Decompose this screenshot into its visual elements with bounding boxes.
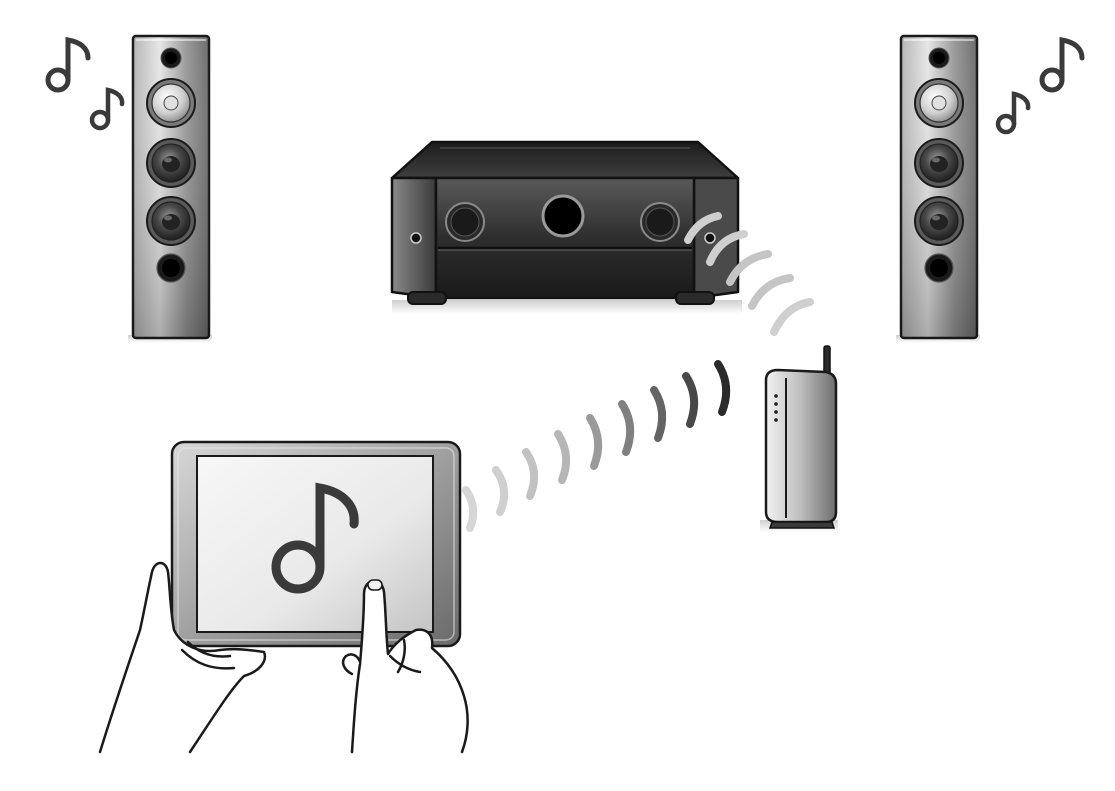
woofer xyxy=(914,138,964,188)
music-note-icon xyxy=(1039,37,1085,93)
router xyxy=(760,345,838,532)
knob xyxy=(445,202,485,242)
music-note-icon xyxy=(271,482,359,594)
music-note-icon xyxy=(89,87,125,131)
wifi-wave-icon xyxy=(684,212,814,336)
woofer xyxy=(146,196,196,246)
knob xyxy=(640,202,680,242)
music-note-icon xyxy=(45,37,91,93)
tweeter xyxy=(914,78,964,128)
music-note-icon xyxy=(995,91,1031,135)
right-speaker xyxy=(896,34,980,343)
display-ring xyxy=(541,194,585,238)
tablet xyxy=(170,440,462,648)
left-speaker xyxy=(128,34,212,343)
hand-icon xyxy=(98,561,469,754)
tweeter xyxy=(146,78,196,128)
woofer xyxy=(146,138,196,188)
woofer xyxy=(914,196,964,246)
av-receiver xyxy=(390,140,742,314)
wifi-wave-icon xyxy=(462,360,731,532)
